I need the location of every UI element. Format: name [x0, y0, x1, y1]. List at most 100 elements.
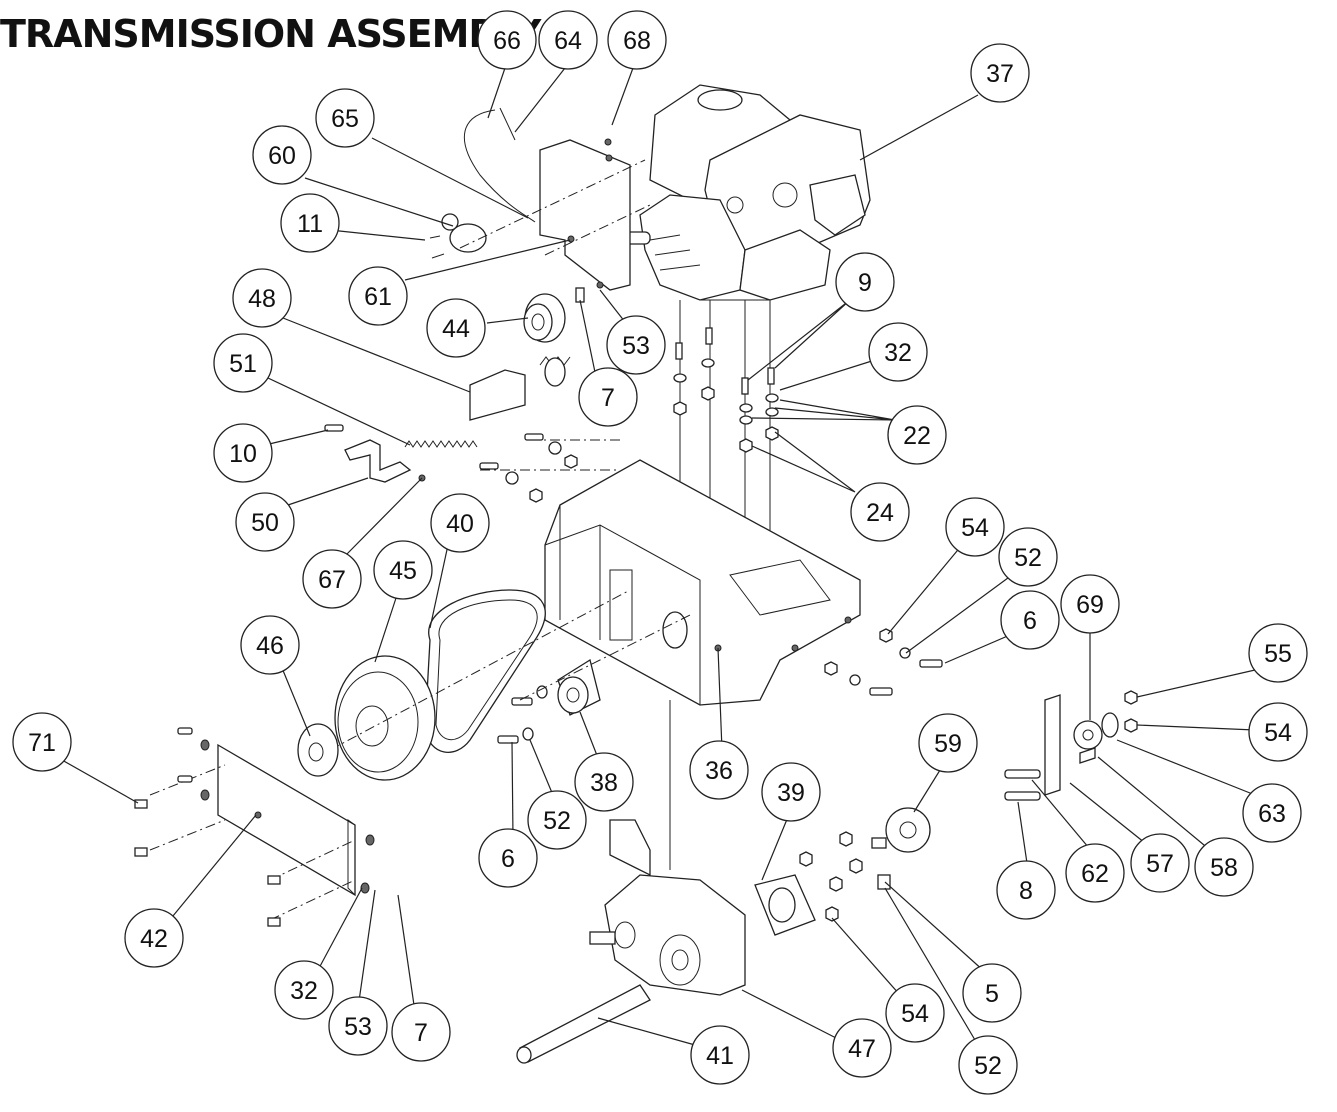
callout-24: 24: [850, 482, 910, 542]
callout-39: 39: [761, 762, 821, 822]
callout-number: 59: [934, 730, 962, 758]
callout-53: 53: [328, 996, 388, 1056]
callout-52: 52: [527, 790, 587, 850]
callout-circle: [252, 125, 312, 185]
callout-circle: [430, 493, 490, 553]
callout-circle: [958, 1035, 1018, 1095]
callout-circle: [232, 268, 292, 328]
callout-number: 7: [601, 384, 615, 412]
callout-number: 67: [318, 566, 346, 594]
callout-circle: [280, 193, 340, 253]
callout-circle: [690, 1025, 750, 1085]
callout-circle: [213, 423, 273, 483]
callout-number: 57: [1146, 850, 1174, 878]
callout-circle: [606, 315, 666, 375]
callout-number: 60: [268, 142, 296, 170]
callout-41: 41: [690, 1025, 750, 1085]
callout-number: 42: [140, 925, 168, 953]
callout-circle: [607, 10, 667, 70]
callout-number: 32: [290, 977, 318, 1005]
bearing-drawing: [497, 614, 691, 744]
callout-number: 9: [858, 269, 872, 297]
upper-bracket-drawing: [429, 107, 651, 291]
mount-hardware-drawing: [479, 327, 779, 503]
idler-linkage-drawing: [324, 356, 571, 483]
callout-number: 10: [229, 440, 257, 468]
callout-52: 52: [958, 1035, 1018, 1095]
callout-circle: [274, 960, 334, 1020]
callout-5: 5: [962, 963, 1022, 1023]
callout-number: 54: [961, 514, 989, 542]
callout-61: 61: [348, 266, 408, 326]
callout-8: 8: [996, 860, 1056, 920]
frame-drawing: [480, 439, 861, 706]
callout-circle: [574, 752, 634, 812]
callout-circle: [835, 252, 895, 312]
callout-circle: [235, 492, 295, 552]
callout-number: 47: [848, 1035, 876, 1063]
callout-number: 40: [446, 510, 474, 538]
callout-number: 61: [364, 283, 392, 311]
callout-number: 22: [903, 422, 931, 450]
callout-55: 55: [1248, 623, 1308, 683]
callout-number: 8: [1019, 877, 1033, 905]
callout-number: 45: [389, 557, 417, 585]
callout-number: 6: [501, 845, 515, 873]
callout-circle: [1194, 837, 1254, 897]
callout-circle: [302, 549, 362, 609]
callout-circle: [1248, 702, 1308, 762]
callout-number: 53: [622, 332, 650, 360]
callout-number: 48: [248, 285, 276, 313]
callout-circle: [348, 266, 408, 326]
callout-7: 7: [391, 1002, 451, 1062]
callout-number: 64: [554, 27, 582, 55]
callout-37: 37: [970, 43, 1030, 103]
callout-number: 39: [777, 779, 805, 807]
callout-51: 51: [213, 333, 273, 393]
callout-number: 54: [1264, 719, 1292, 747]
callout-circle: [426, 298, 486, 358]
callout-circle: [373, 540, 433, 600]
callout-number: 63: [1258, 800, 1286, 828]
callout-circle: [315, 88, 375, 148]
callout-69: 69: [1060, 574, 1120, 634]
callout-circle: [868, 322, 928, 382]
belt-and-pulley-drawing: [297, 589, 631, 781]
callout-number: 51: [229, 350, 257, 378]
callout-number: 24: [866, 499, 894, 527]
callout-circle: [945, 497, 1005, 557]
callout-50: 50: [235, 492, 295, 552]
callout-59: 59: [918, 713, 978, 773]
callout-57: 57: [1130, 833, 1190, 893]
callout-circle: [478, 828, 538, 888]
callout-circle: [885, 983, 945, 1043]
callout-circle: [689, 740, 749, 800]
callout-11: 11: [280, 193, 340, 253]
callout-circle: [996, 860, 1056, 920]
callout-44: 44: [426, 298, 486, 358]
callout-number: 32: [884, 339, 912, 367]
gearbox-drawing: [516, 700, 746, 1064]
callout-7: 7: [578, 367, 638, 427]
callout-circle: [1242, 783, 1302, 843]
callout-circle: [391, 1002, 451, 1062]
callout-32: 32: [868, 322, 928, 382]
parts-drawing: [61, 67, 1256, 1064]
callout-number: 62: [1081, 860, 1109, 888]
callout-number: 36: [705, 757, 733, 785]
callout-9: 9: [835, 252, 895, 312]
callout-48: 48: [232, 268, 292, 328]
callout-54: 54: [1248, 702, 1308, 762]
callout-number: 69: [1076, 591, 1104, 619]
callout-circle: [1130, 833, 1190, 893]
leader-lines: [61, 67, 1256, 1046]
callout-45: 45: [373, 540, 433, 600]
callout-60: 60: [252, 125, 312, 185]
callout-number: 37: [986, 60, 1014, 88]
callout-circle: [240, 615, 300, 675]
callout-number: 6: [1023, 607, 1037, 635]
callout-71: 71: [12, 712, 72, 772]
callout-circle: [761, 762, 821, 822]
callout-40: 40: [430, 493, 490, 553]
